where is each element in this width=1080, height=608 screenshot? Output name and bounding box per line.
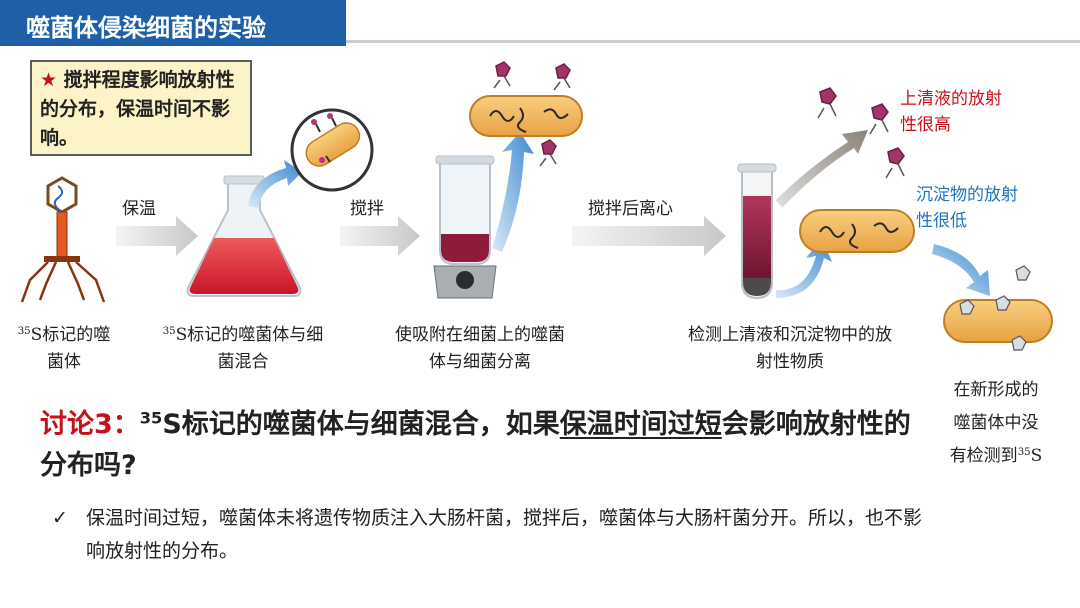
label-new-phage: 在新形成的噬菌体中没有检测到35S <box>946 374 1046 473</box>
label-mix: 35S标记的噬菌体与细菌混合 <box>160 322 326 376</box>
step-label-stir: 搅拌 <box>350 196 384 223</box>
new-phage-bacterium <box>944 266 1052 350</box>
test-tube-illustration <box>738 164 776 298</box>
top-bacterium <box>470 96 582 136</box>
arrow-supernatant-icon <box>776 130 868 208</box>
phage-illustration <box>22 178 104 302</box>
step-label-centrifuge: 搅拌后离心 <box>588 196 673 223</box>
label-detect: 检测上清液和沉淀物中的放射性物质 <box>680 322 900 376</box>
step-label-incubate: 保温 <box>122 196 156 223</box>
zoom-circle <box>292 110 372 190</box>
discussion-question: 讨论3：35S标记的噬菌体与细菌混合，如果保温时间过短会影响放射性的分布吗? <box>40 404 920 486</box>
arrow-up-icon <box>492 132 534 252</box>
label-supernatant: 上清液的放射性很高 <box>900 86 1010 138</box>
label-sediment: 沉淀物的放射性很低 <box>916 182 1032 234</box>
label-separate: 使吸附在细菌上的噬菌体与细菌分离 <box>394 322 566 376</box>
arrow-new-phage-icon <box>932 244 990 296</box>
check-icon: ✓ <box>52 502 68 535</box>
label-phage: 35S标记的噬菌体 <box>14 322 114 376</box>
answer-text: 保温时间过短，噬菌体未将遗传物质注入大肠杆菌，搅拌后，噬菌体与大肠杆菌分开。所以… <box>86 502 926 568</box>
blender-illustration <box>434 156 496 298</box>
flask-illustration <box>188 176 301 296</box>
sediment-bacterium <box>800 210 914 252</box>
